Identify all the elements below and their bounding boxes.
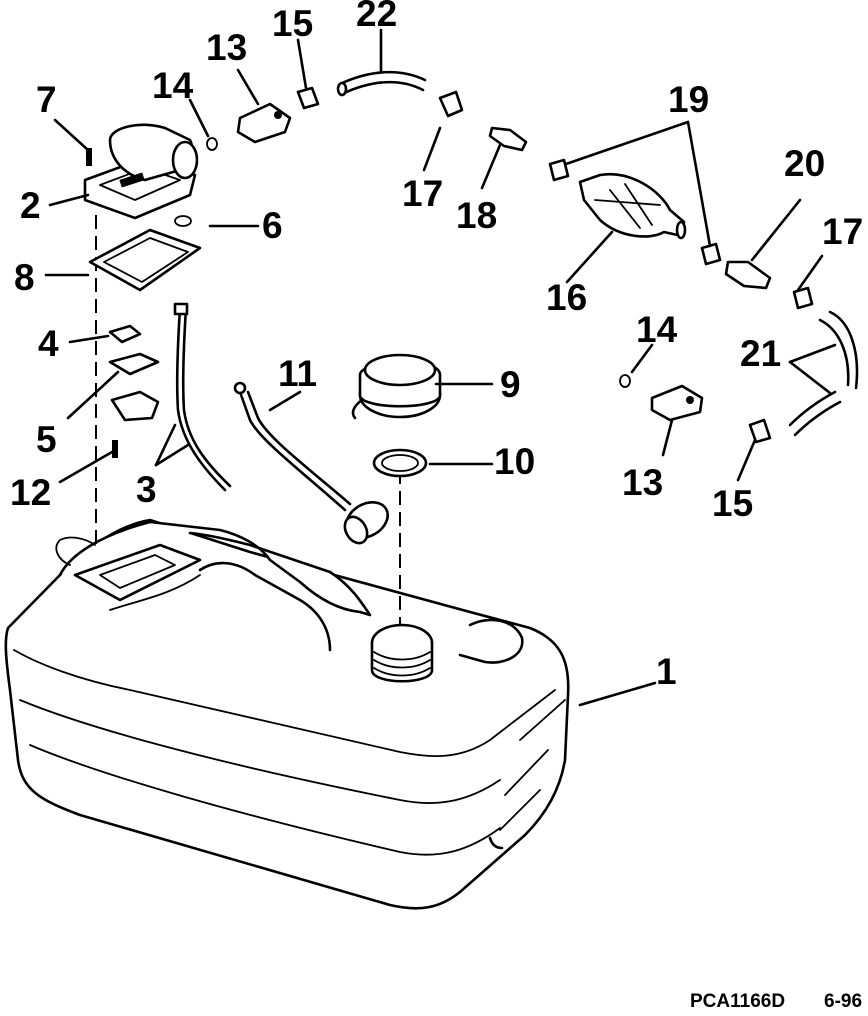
clamp-part-19-a [548,158,570,182]
callout-15-right: 15 [712,483,753,524]
callout-6: 6 [262,205,283,246]
callout-21: 21 [740,333,781,374]
filler-neck [370,623,434,683]
clip-part [110,390,160,422]
callout-7: 7 [36,79,57,120]
callout-14-right: 14 [636,309,678,350]
callout-8: 8 [14,257,35,298]
sender-cover-part [83,123,199,220]
o-ring-part-14-right [619,374,631,388]
connector-part-13-top [236,102,292,144]
callout-22: 22 [356,0,397,34]
gasket-part [88,228,202,292]
clamp-part-15-top [296,86,320,110]
callout-9: 9 [500,364,521,405]
callout-14-top: 14 [152,65,194,106]
callout-13-top: 13 [206,27,247,68]
figure-date: 6-96 [824,991,862,1012]
o-ring-part-14-top [206,137,218,151]
fuel-cap-part [351,353,442,420]
figure-code: PCA1166D [690,991,785,1012]
pickup-tube-part [173,302,232,492]
callout-11: 11 [278,353,317,394]
figure-footer: PCA1166D 6-96 [690,991,862,1012]
callout-19: 19 [668,79,709,120]
callout-15-top: 15 [272,3,313,44]
callout-13-right: 13 [622,462,663,503]
o-ring-part-6 [174,215,192,227]
hose-part-22 [336,70,427,97]
callout-20: 20 [784,143,825,184]
callout-10: 10 [494,441,535,482]
fuel-gauge-float-part [233,381,389,545]
bracket-part-5 [108,352,160,376]
callout-16: 16 [546,277,587,318]
connector-part-13-right [650,384,704,422]
fitting-part-20 [724,260,772,290]
cap-gasket-part [372,448,428,478]
fitting-part-18 [488,126,528,152]
callout-3: 3 [136,469,157,510]
washer-part-4 [108,324,142,344]
callout-18: 18 [456,195,497,236]
callout-4: 4 [38,323,59,364]
primer-bulb-part [578,172,687,240]
leader-lines [44,28,837,707]
callout-2: 2 [20,185,41,226]
clamp-part-19-b [700,242,722,266]
callout-5: 5 [36,419,57,460]
clamp-part-17-top [438,90,464,118]
assembly-lines [95,215,401,625]
screw-part-7 [86,148,92,166]
clamp-part-17-right [792,286,814,310]
hose-part-21 [788,310,859,437]
fuel-tank-part [4,518,570,910]
screw-part-12 [112,440,118,458]
callout-17-right: 17 [822,211,863,252]
callout-1: 1 [656,651,677,692]
callout-17-top: 17 [402,173,443,214]
callout-labels: 1 2 3 4 5 6 7 8 9 10 11 12 13 13 14 14 1… [10,0,863,692]
callout-12: 12 [10,472,51,513]
clamp-part-15-right [748,418,772,444]
